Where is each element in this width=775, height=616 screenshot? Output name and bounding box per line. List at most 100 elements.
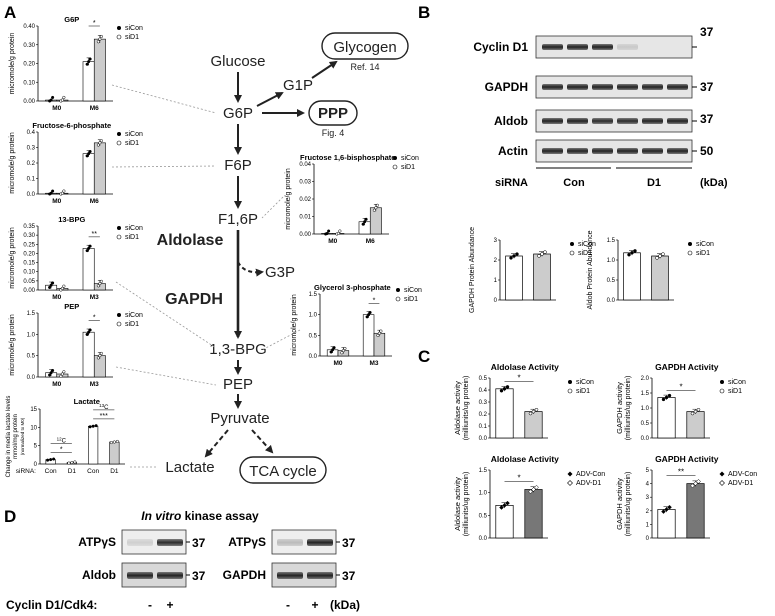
y-axis-label: micromole/g protein	[285, 168, 292, 230]
data-point	[59, 374, 63, 378]
data-point	[658, 254, 662, 258]
y-tick-label: 1	[494, 278, 498, 284]
significance-label: *	[679, 382, 682, 391]
x-tick-label: M0	[52, 198, 61, 205]
group-label-con: Con	[563, 177, 585, 189]
significance-label: *	[517, 374, 520, 383]
legend-marker	[567, 480, 573, 486]
y-tick-label: 0.1	[479, 424, 488, 430]
y-tick-label: 0.03	[299, 180, 311, 186]
kda-marker: 37	[342, 569, 356, 583]
y-tick-label: 2.0	[641, 376, 650, 382]
kda-marker: 37	[700, 80, 714, 94]
x-tick-label: M0	[328, 238, 337, 245]
treatment-sign: -	[148, 598, 152, 612]
legend-marker	[116, 321, 122, 327]
data-point	[96, 284, 100, 288]
y-tick-label: 0.15	[23, 261, 35, 267]
x-tick-label: D1	[68, 468, 77, 475]
blot-band	[127, 539, 153, 546]
legend-label: siD1	[404, 296, 418, 303]
data-point	[509, 256, 513, 260]
kda-marker: 37	[192, 536, 206, 550]
data-point	[85, 154, 89, 158]
ppp-ref: Fig. 4	[322, 128, 345, 138]
bar	[524, 411, 543, 439]
data-point	[372, 208, 376, 212]
legend-label: siD1	[578, 250, 592, 257]
blot-row-label: GAPDH	[485, 80, 528, 94]
data-point	[62, 95, 66, 99]
legend-marker	[395, 296, 401, 302]
y-tick-label: 0.0	[27, 192, 36, 198]
legend-label: siCon	[578, 241, 596, 248]
y-axis-label: (normalized to M0)	[20, 417, 25, 455]
kda-unit: (kDa)	[330, 598, 360, 612]
y-tick-label: 0.4	[27, 130, 36, 136]
legend-marker	[116, 140, 122, 146]
data-point	[537, 254, 541, 258]
y-axis-label: Aldolase activity	[453, 477, 462, 531]
x-tick-label: M0	[52, 381, 61, 388]
y-tick-label: 4	[646, 482, 650, 488]
significance-label: *	[373, 298, 376, 305]
legend-marker	[392, 164, 398, 170]
treatment-sign: -	[286, 598, 290, 612]
data-point	[96, 40, 100, 44]
blot-row-label: Aldob	[494, 114, 528, 128]
blot-band	[567, 148, 588, 154]
legend-marker	[567, 388, 573, 394]
node-f16p: F1,6P	[218, 211, 258, 228]
y-tick-label: 0.20	[23, 251, 35, 257]
y-tick-label: 0.4	[479, 388, 488, 394]
data-point	[99, 34, 103, 39]
y-tick-label: 0.35	[23, 224, 35, 230]
data-point	[379, 329, 383, 333]
y-tick-label: 1.5	[27, 311, 36, 317]
bar	[362, 314, 375, 357]
legend-label: ADV-D1	[576, 480, 601, 487]
sirna-label: siRNA	[495, 177, 528, 189]
data-point	[51, 281, 55, 285]
legend-marker	[569, 250, 575, 256]
legend-label: siD1	[576, 388, 590, 395]
legend-label: ADV-Con	[728, 471, 757, 478]
blot-band	[542, 44, 563, 50]
y-tick-label: 0.0	[607, 298, 616, 304]
data-point	[343, 346, 347, 351]
chart-title: 13-BPG	[58, 215, 85, 224]
pathway-arrows	[204, 60, 338, 458]
data-point	[540, 252, 544, 256]
blot-band	[277, 572, 303, 579]
y-tick-label: 1.5	[479, 468, 488, 474]
blot-band	[592, 118, 613, 124]
y-tick-label: 15	[30, 407, 37, 413]
kinase-assay-title: In vitro kinase assay	[141, 509, 259, 523]
bar	[82, 61, 95, 102]
blot-row-label: Actin	[498, 144, 528, 158]
node-pyruvate: Pyruvate	[210, 410, 269, 427]
data-point	[365, 315, 369, 319]
blot-row-label: Cyclin D1	[473, 40, 528, 54]
data-point	[664, 507, 669, 512]
bar	[369, 207, 382, 235]
data-point	[534, 407, 539, 412]
blot-band	[642, 148, 663, 154]
y-axis-label: (milliunits/ug protein)	[463, 472, 470, 537]
blot-band	[542, 118, 563, 124]
isotope-label: 12C	[57, 436, 67, 444]
y-tick-label: 0.02	[299, 197, 311, 203]
bar	[651, 255, 669, 301]
legend-label: siCon	[125, 225, 143, 232]
data-point	[531, 487, 536, 492]
data-point	[60, 286, 64, 290]
legend-label: ADV-D1	[728, 480, 753, 487]
blot-band	[542, 84, 563, 90]
data-point	[361, 222, 365, 226]
blot-band	[592, 84, 613, 90]
